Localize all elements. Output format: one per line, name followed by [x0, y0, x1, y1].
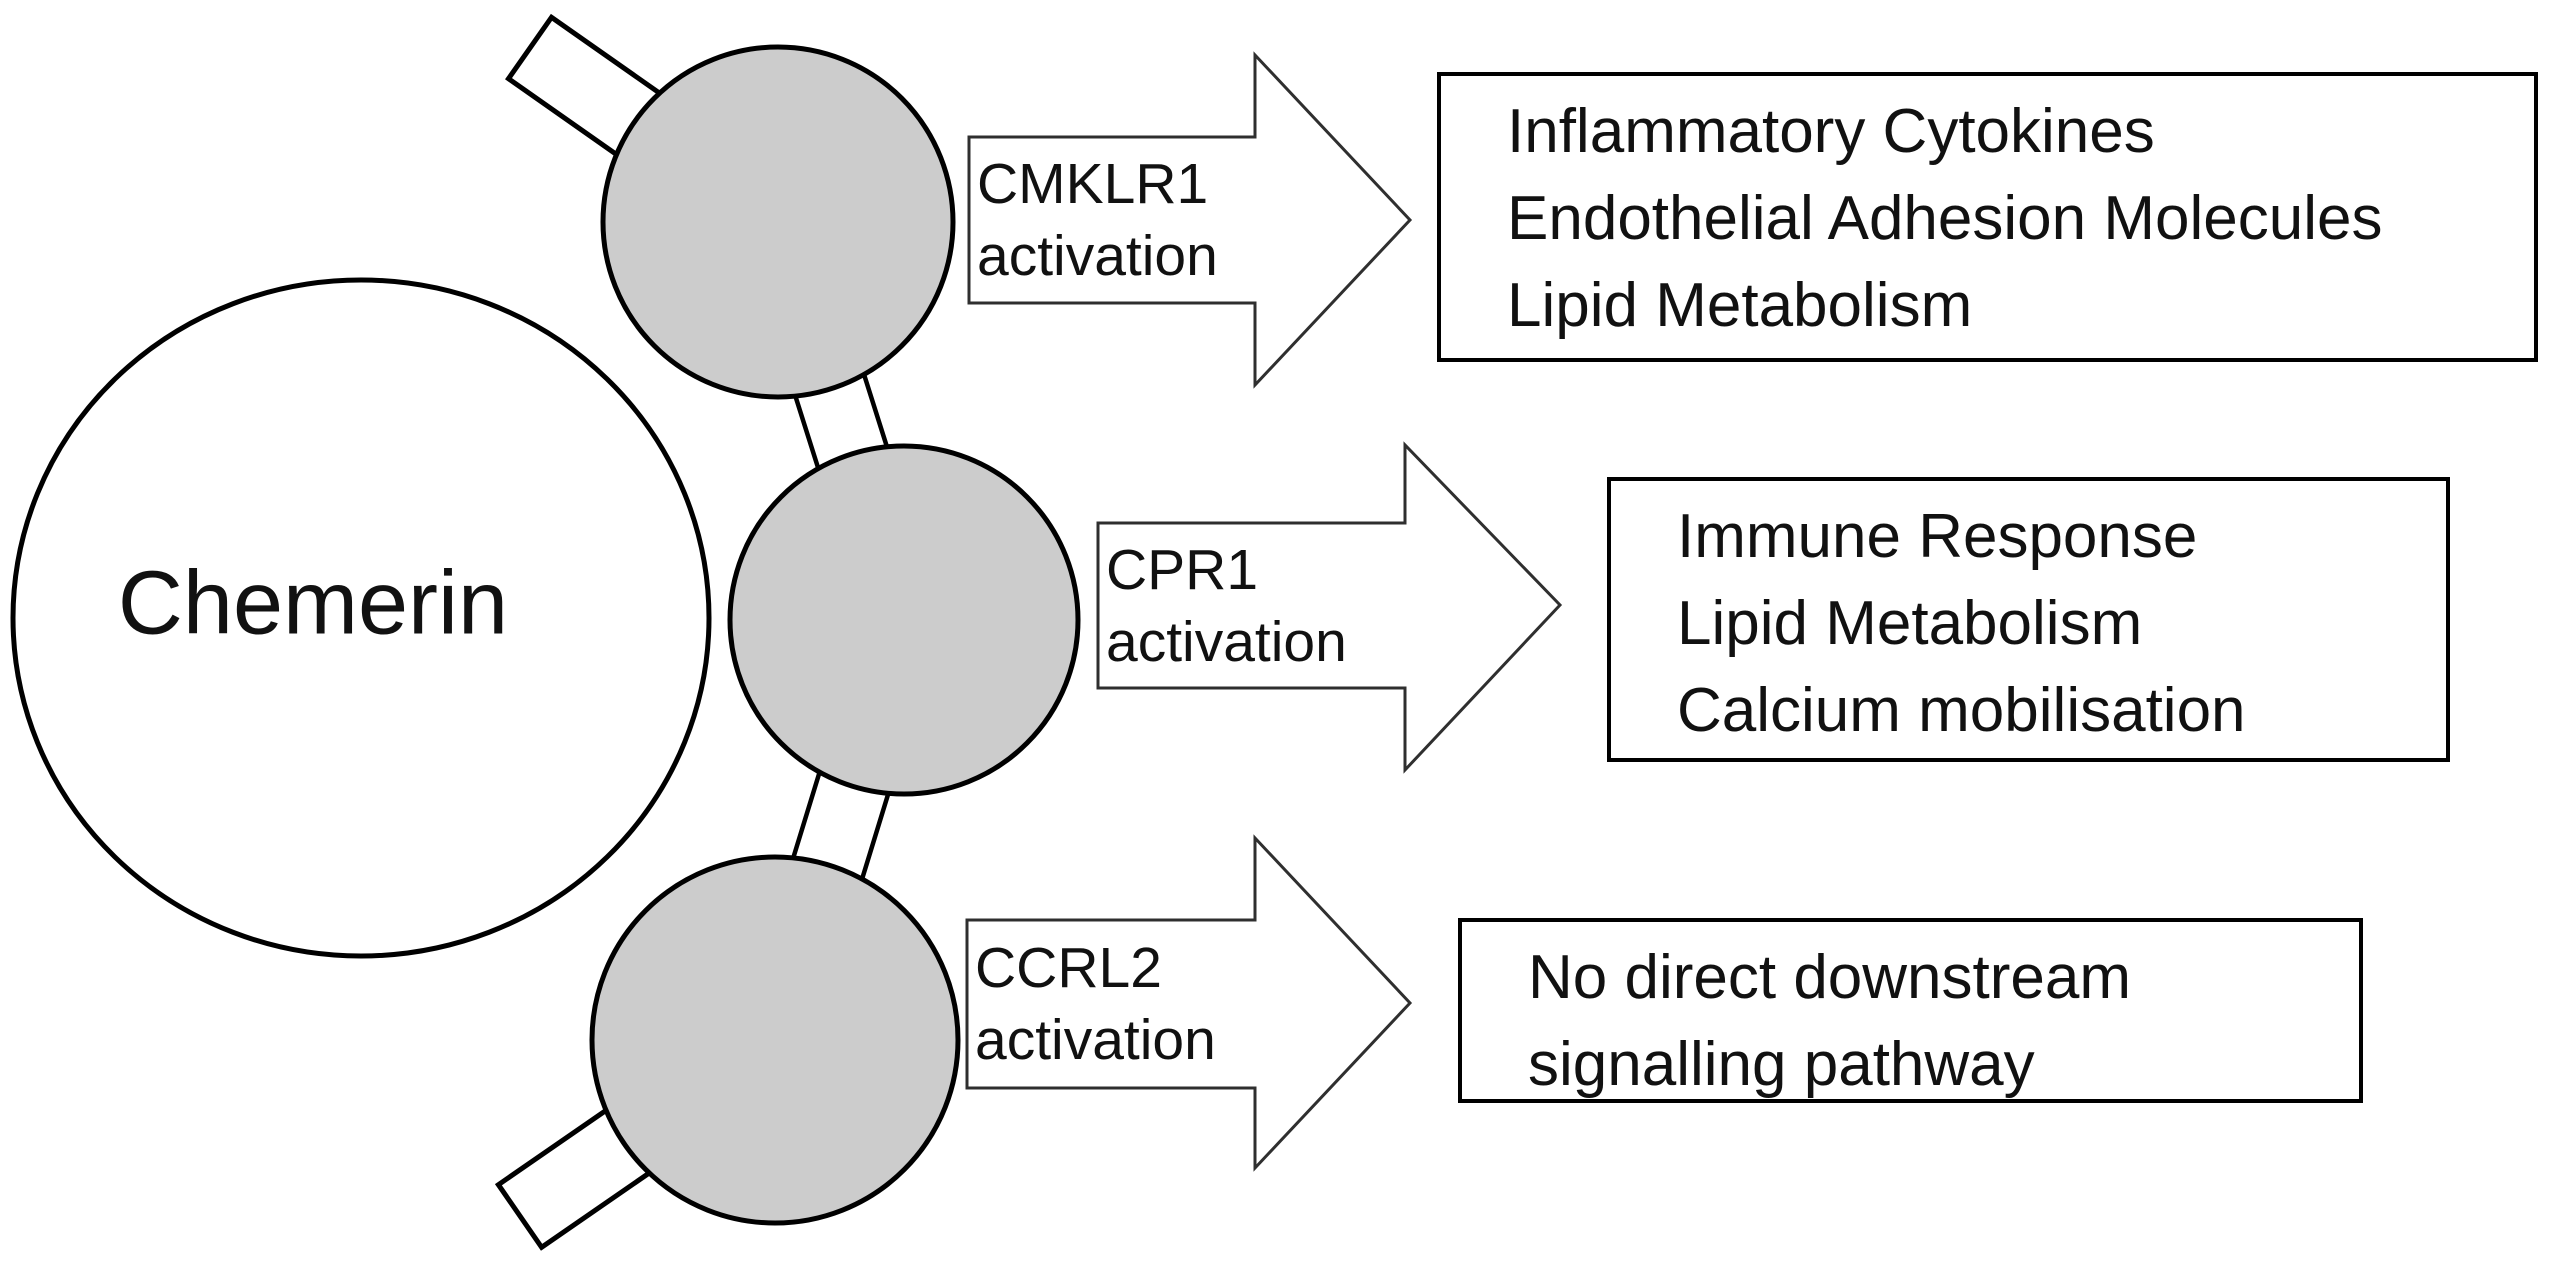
arrow-ccrl2-icon — [965, 834, 1413, 1172]
receptor-circle-cmklr1 — [600, 44, 956, 400]
outcome-box-cmklr1: Inflammatory Cytokines Endothelial Adhes… — [1437, 72, 2538, 362]
outcome-line: Lipid Metabolism — [1677, 589, 2143, 658]
arrow-label-cpr1: CPR1 activation — [1106, 523, 1347, 688]
arrow-label-ccrl2: CCRL2 activation — [975, 920, 1216, 1088]
arrow-label-line: activation — [977, 224, 1218, 288]
outcome-line: Endothelial Adhesion Molecules — [1507, 184, 2383, 253]
arrow-label-line: CMKLR1 — [977, 152, 1209, 216]
arrow-label-line: CCRL2 — [975, 936, 1162, 1000]
outcome-line: Lipid Metabolism — [1507, 271, 1973, 340]
outcome-line: Inflammatory Cytokines — [1507, 97, 2155, 166]
chemerin-label: Chemerin — [117, 553, 509, 654]
arrow-cmklr1-icon — [967, 51, 1413, 389]
chemerin-circle — [10, 277, 712, 959]
outcome-line: Immune Response — [1677, 502, 2198, 571]
arrow-label-cmklr1: CMKLR1 activation — [977, 137, 1218, 303]
arrow-label-line: activation — [1106, 609, 1347, 674]
arrow-label-line: activation — [975, 1008, 1216, 1072]
receptor-circle-ccrl2 — [589, 854, 961, 1226]
outcome-line: Calcium mobilisation — [1677, 676, 2246, 745]
arrow-cpr1-icon — [1096, 441, 1563, 774]
arrow-label-line: CPR1 — [1106, 537, 1259, 602]
outcome-line: signalling pathway — [1528, 1030, 2035, 1099]
receptor-circle-cpr1 — [727, 443, 1081, 797]
outcome-line: No direct downstream — [1528, 943, 2132, 1012]
outcome-box-ccrl2: No direct downstream signalling pathway — [1458, 918, 2363, 1103]
outcome-box-cpr1: Immune Response Lipid Metabolism Calcium… — [1607, 477, 2450, 762]
